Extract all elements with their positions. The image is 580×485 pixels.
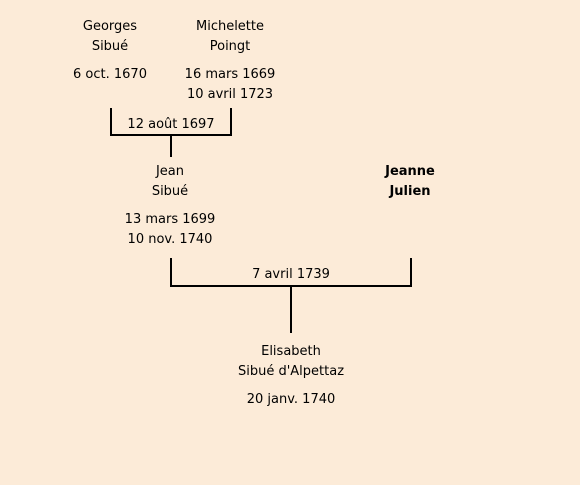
connector-right-vertical xyxy=(230,108,232,136)
birth-date: 6 oct. 1670 xyxy=(73,67,147,82)
first-name: Jean xyxy=(155,164,185,179)
connector-left-vertical xyxy=(170,258,172,287)
birth-date: 16 mars 1669 xyxy=(184,67,276,82)
death-date: 10 avril 1723 xyxy=(186,87,274,102)
person-jean-sibue[interactable]: Jean Sibué 13 mars 1699 10 nov. 1740 xyxy=(110,162,230,250)
last-name: Sibué xyxy=(151,184,189,199)
first-name: Elisabeth xyxy=(261,344,321,359)
connector-left-vertical xyxy=(110,108,112,136)
person-michelette-poingt[interactable]: Michelette Poingt 16 mars 1669 10 avril … xyxy=(170,17,290,105)
last-name: Poingt xyxy=(209,39,251,54)
death-date: 10 nov. 1740 xyxy=(127,232,213,247)
person-georges-sibue[interactable]: Georges Sibué 6 oct. 1670 xyxy=(60,17,160,85)
birth-date: 20 janv. 1740 xyxy=(246,392,336,407)
first-name: Michelette xyxy=(195,19,264,34)
last-name: Sibué d'Alpettaz xyxy=(237,364,345,379)
connector-descent xyxy=(290,285,292,333)
marriage-date-1739: 7 avril 1739 xyxy=(252,267,330,282)
first-name: Jeanne xyxy=(385,164,435,179)
last-name: Sibué xyxy=(91,39,129,54)
connector-right-vertical xyxy=(410,258,412,287)
marriage-date-1697: 12 août 1697 xyxy=(127,117,215,132)
person-jeanne-julien[interactable]: Jeanne Julien xyxy=(360,162,460,202)
person-elisabeth-sibue-dalpettaz[interactable]: Elisabeth Sibué d'Alpettaz 20 janv. 1740 xyxy=(211,342,371,410)
connector-descent xyxy=(170,134,172,157)
first-name: Georges xyxy=(82,19,138,34)
birth-date: 13 mars 1699 xyxy=(124,212,216,227)
last-name: Julien xyxy=(389,184,431,199)
